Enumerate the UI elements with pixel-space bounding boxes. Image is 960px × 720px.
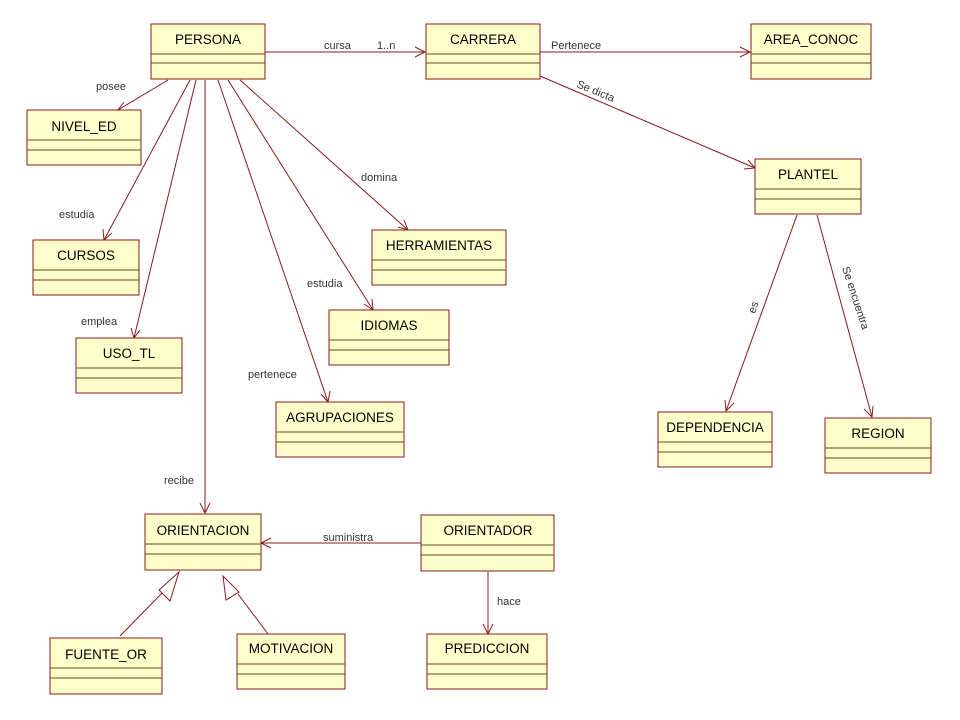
edge-motivacion-orientacion (237, 593, 269, 635)
edge-fuente-orientacion (119, 587, 168, 637)
class-plantel[interactable]: PLANTEL (754, 158, 862, 215)
class-name-prediccion: PREDICCION (445, 641, 530, 656)
class-nivel-ed[interactable]: NIVEL_ED (26, 109, 142, 166)
associations (102, 46, 874, 637)
label-cursa: cursa (324, 40, 352, 52)
class-dependencia[interactable]: DEPENDENCIA (657, 411, 773, 468)
arrow-head-carrera (414, 46, 427, 58)
class-name-plantel: PLANTEL (778, 167, 839, 182)
class-idiomas[interactable]: IDIOMAS (328, 309, 450, 366)
class-orientador[interactable]: ORIENTADOR (420, 514, 555, 572)
arrow-head-orientacion (199, 502, 211, 515)
class-agrupaciones[interactable]: AGRUPACIONES (275, 401, 405, 458)
class-motivacion[interactable]: MOTIVACION (236, 633, 346, 690)
arrow-head-region (863, 405, 874, 419)
class-name-herramientas: HERRAMIENTAS (386, 238, 492, 253)
label-pertenece-area: Pertenece (551, 40, 601, 52)
class-name-region: REGION (851, 426, 904, 441)
edge-persona-idiomas (227, 79, 374, 311)
class-name-fuente-or: FUENTE_OR (65, 647, 147, 662)
label-posee: posee (96, 81, 126, 93)
class-cursos[interactable]: CURSOS (32, 239, 140, 296)
class-name-area-conoc: AREA_CONOC (764, 32, 859, 47)
edge-plantel-dependencia (725, 214, 798, 412)
class-name-motivacion: MOTIVACION (249, 641, 334, 656)
generalization-triangle-motivacion (222, 574, 240, 601)
arrow-head-agrupaciones (320, 390, 331, 404)
arrow-head-area (739, 46, 752, 58)
class-orientacion[interactable]: ORIENTACION (144, 513, 262, 571)
class-name-uso-tl: USO_TL (103, 346, 156, 361)
class-name-orientacion: ORIENTACION (157, 523, 250, 538)
class-name-dependencia: DEPENDENCIA (666, 420, 764, 435)
class-name-persona: PERSONA (175, 32, 241, 47)
class-herramientas[interactable]: HERRAMIENTAS (371, 229, 507, 286)
class-region[interactable]: REGION (824, 417, 932, 474)
class-area-conoc[interactable]: AREA_CONOC (750, 23, 872, 80)
label-recibe: recibe (164, 475, 194, 487)
edge-persona-agrupaciones (217, 79, 329, 403)
edge-persona-cursos (103, 79, 191, 241)
class-uso-tl[interactable]: USO_TL (75, 337, 183, 394)
label-pertenece-agrup: pertenece (248, 369, 297, 381)
class-fuente-or[interactable]: FUENTE_OR (49, 637, 163, 695)
generalization-triangle-fuente (158, 570, 181, 602)
edge-persona-uso (133, 79, 197, 339)
arrow-head-dependencia (724, 399, 735, 413)
edge-carrera-plantel (539, 75, 756, 169)
class-name-carrera: CARRERA (450, 32, 516, 47)
label-se-dicta: Se dicta (575, 79, 617, 105)
label-emplea: emplea (81, 316, 118, 328)
label-suministra: suministra (323, 532, 374, 544)
class-name-nivel-ed: NIVEL_ED (51, 119, 117, 134)
class-name-idiomas: IDIOMAS (360, 318, 417, 333)
class-name-cursos: CURSOS (57, 248, 115, 263)
class-prediccion[interactable]: PREDICCION (426, 633, 548, 690)
label-domina: domina (361, 172, 398, 184)
class-name-agrupaciones: AGRUPACIONES (286, 410, 394, 425)
label-multiplicity: 1..n (377, 40, 395, 52)
label-estudia-cursos: estudia (59, 209, 95, 221)
edge-plantel-region (816, 214, 873, 418)
label-hace: hace (497, 596, 521, 608)
edge-persona-nivel (117, 79, 169, 111)
label-estudia-idiomas: estudia (307, 278, 343, 290)
label-se-encuentra: Se encuentra (839, 265, 871, 332)
class-persona[interactable]: PERSONA (150, 23, 266, 80)
class-name-orientador: ORIENTADOR (443, 523, 532, 538)
label-es: es (746, 300, 761, 315)
class-carrera[interactable]: CARRERA (425, 23, 541, 80)
edge-persona-herramientas (239, 79, 409, 231)
